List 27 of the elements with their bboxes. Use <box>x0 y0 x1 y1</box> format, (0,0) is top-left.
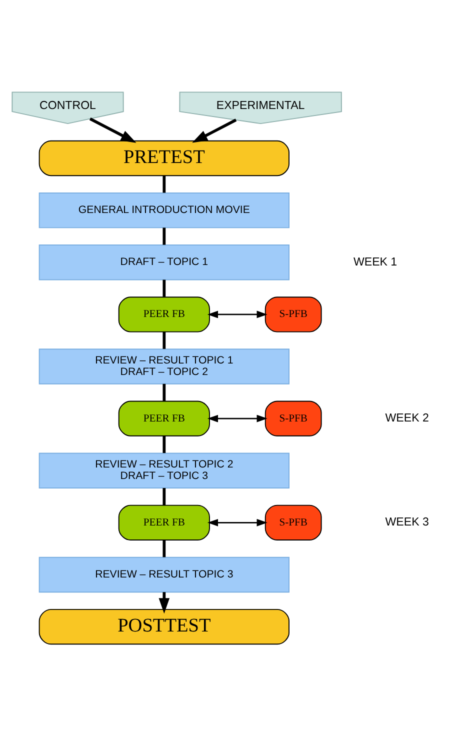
node-box: REVIEW – RESULT TOPIC 2 DRAFT – TOPIC 3 <box>38 452 290 488</box>
connector <box>162 436 166 454</box>
label: WEEK 2 <box>385 412 429 425</box>
connector <box>162 332 166 349</box>
label: WEEK 3 <box>385 516 429 529</box>
node-box: REVIEW – RESULT TOPIC 3 <box>38 556 290 593</box>
node-box: S-PFB <box>264 296 322 332</box>
connector <box>162 280 166 297</box>
node-box: GENERAL INTRODUCTION MOVIE <box>38 192 290 228</box>
node-box: PEER FB <box>118 296 210 332</box>
label: WEEK 1 <box>353 256 398 268</box>
node-box: S-PFB <box>264 504 322 540</box>
arrow <box>207 414 268 422</box>
connector <box>162 228 166 245</box>
connector <box>162 540 166 558</box>
node-box: REVIEW – RESULT TOPIC 1 DRAFT – TOPIC 2 <box>38 348 290 384</box>
node-box: S-PFB <box>264 400 322 436</box>
node-box: PEER FB <box>118 400 210 436</box>
node-box: DRAFT – TOPIC 1 <box>38 244 290 280</box>
arrow <box>207 518 268 526</box>
node-box: PRETEST <box>38 140 290 176</box>
node-box: PEER FB <box>118 504 210 540</box>
connector <box>162 384 166 401</box>
arrow <box>207 310 268 318</box>
connector <box>162 488 166 506</box>
connector <box>162 176 166 193</box>
node-box: POSTTEST <box>38 608 290 645</box>
